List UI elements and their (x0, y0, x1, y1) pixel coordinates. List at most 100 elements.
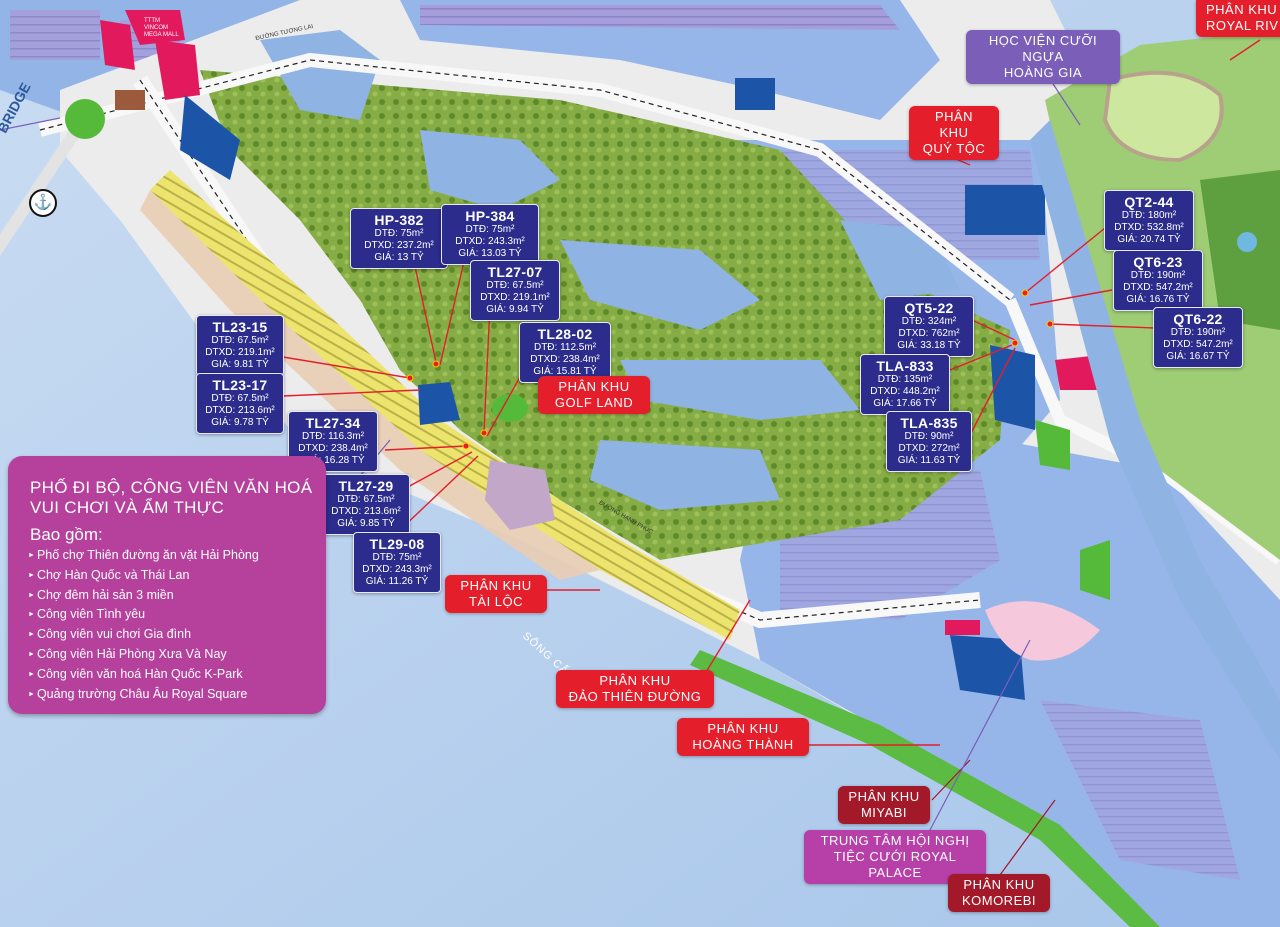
listing-build-area: DTXD: 532.8m² (1114, 222, 1184, 233)
listing-card[interactable]: TLA-833 DTĐ: 135m² DTXD: 448.2m² GIÁ: 17… (860, 354, 950, 415)
tai-loc-lots (150, 170, 740, 640)
amenity-label: Công viên vui chơi Gia đình (36, 627, 192, 642)
tai-loc-promenade (140, 190, 600, 580)
bullet-icon: ► (28, 552, 35, 559)
bullet-icon: ► (28, 650, 35, 658)
amenity-item: ►Công viên vui chơi Gia đình (28, 625, 259, 645)
panel-title-line1: PHỐ ĐI BỘ, CÔNG VIÊN VĂN HOÁ (30, 478, 313, 497)
bullet-icon: ► (28, 611, 35, 619)
listing-card[interactable]: QT6-22 DTĐ: 190m² DTXD: 547.2m² GIÁ: 16.… (1153, 307, 1243, 368)
golf-lake (260, 30, 380, 120)
red-block (155, 40, 200, 100)
zone-royal-riviera[interactable]: PHÂN KHU ROYAL RIV (1196, 0, 1280, 37)
listing-card[interactable]: QT2-44 DTĐ: 180m² DTXD: 532.8m² GIÁ: 20.… (1104, 190, 1194, 251)
listing-price: GIÁ: 15.81 TỶ (533, 366, 597, 377)
bullet-icon: ► (28, 690, 35, 698)
listing-price: GIÁ: 33.18 TỶ (897, 340, 961, 351)
listing-card[interactable]: HP-384 DTĐ: 75m² DTXD: 243.3m² GIÁ: 13.0… (441, 204, 539, 265)
bullet-icon: ► (28, 631, 35, 639)
zone-hoang-thanh[interactable]: PHÂN KHU HOÀNG THÀNH (677, 718, 809, 756)
panel-subtitle: Bao gồm: (30, 525, 103, 544)
listing-land-area: DTĐ: 112.5m² (533, 342, 597, 353)
zone-quy-toc[interactable]: PHÂN KHU QUÝ TỘC (909, 106, 999, 160)
listing-land-area: DTĐ: 67.5m² (486, 280, 544, 291)
listing-card[interactable]: QT6-23 DTĐ: 190m² DTXD: 547.2m² GIÁ: 16.… (1113, 250, 1203, 311)
listing-price: GIÁ: 13 TỶ (374, 252, 424, 263)
red-block (945, 620, 980, 635)
golf-lake (560, 240, 760, 330)
listing-price: GIÁ: 16.28 TỶ (301, 455, 365, 466)
golf-course (200, 70, 1010, 560)
listing-card[interactable]: TL27-07 DTĐ: 67.5m² DTXD: 219.1m² GIÁ: 9… (470, 260, 560, 321)
royal-palace-plaza (985, 601, 1100, 661)
listing-card[interactable]: TL27-29 DTĐ: 67.5m² DTXD: 213.6m² GIÁ: 9… (322, 474, 410, 535)
amenity-item: ►Công viên Tình yêu (28, 605, 259, 625)
amenity-item: ►Công viên Hải Phòng Xưa Và Nay (28, 645, 259, 665)
listing-card[interactable]: QT5-22 DTĐ: 324m² DTXD: 762m² GIÁ: 33.18… (884, 296, 974, 357)
listing-code: TL23-17 (212, 377, 268, 393)
zone-hoang-thanh-line1: PHÂN KHU (707, 721, 779, 736)
riverside-green (690, 650, 1160, 927)
zone-dao-thien-duong[interactable]: PHÂN KHU ĐẢO THIÊN ĐƯỜNG (556, 670, 714, 708)
listing-card[interactable]: TL29-08 DTĐ: 75m² DTXD: 243.3m² GIÁ: 11.… (353, 532, 441, 593)
mall-label: TTTM VINCOM MEGA MALL (144, 18, 179, 38)
blue-block (990, 345, 1035, 430)
listing-price: GIÁ: 16.67 TỶ (1166, 351, 1230, 362)
listing-code: TLA-835 (900, 415, 958, 431)
amenity-label: Chợ đêm hải sản 3 miền (36, 587, 174, 602)
zone-tai-loc[interactable]: PHÂN KHU TÀI LỘC (445, 575, 547, 613)
listing-code: HP-382 (374, 212, 424, 228)
listing-build-area: DTXD: 238.4m² (530, 354, 600, 365)
zone-komorebi[interactable]: PHÂN KHU KOMOREBI (948, 874, 1050, 912)
listing-card[interactable]: TLA-835 DTĐ: 90m² DTXD: 272m² GIÁ: 11.63… (886, 411, 972, 472)
listing-land-area: DTĐ: 324m² (901, 316, 957, 327)
roundabout-park (65, 99, 105, 139)
zone-hoc-vien[interactable]: HỌC VIỆN CƯỠI NGỰA HOÀNG GIA (966, 30, 1120, 84)
square-plaza (485, 460, 555, 530)
green-park (1035, 420, 1070, 470)
zone-golf-land[interactable]: PHÂN KHU GOLF LAND (538, 376, 650, 414)
listing-build-area: DTXD: 448.2m² (870, 386, 940, 397)
listing-price: GIÁ: 9.85 TỶ (337, 518, 395, 529)
listing-build-area: DTXD: 243.3m² (362, 564, 432, 575)
leader-lines (282, 39, 1261, 746)
listing-build-area: DTXD: 213.6m² (331, 506, 401, 517)
listing-land-area: DTĐ: 90m² (904, 431, 954, 442)
amenity-item: ►Chợ Hàn Quốc và Thái Lan (28, 566, 259, 586)
listing-code: TL27-29 (338, 478, 394, 494)
east-canal (1030, 120, 1280, 760)
listing-code: TLA-833 (876, 358, 934, 374)
listing-price: GIÁ: 13.03 TỶ (458, 248, 522, 259)
amenity-label: Công viên Hải Phòng Xưa Và Nay (36, 646, 227, 661)
road-hanh-phuc-dashes (139, 79, 981, 621)
zone-hoc-vien-line1: HỌC VIỆN CƯỠI NGỰA (988, 33, 1098, 64)
golf-land-park (492, 394, 528, 422)
listing-land-area: DTĐ: 190m² (1130, 270, 1186, 281)
golf-lake (590, 440, 780, 510)
bullet-icon: ► (28, 591, 35, 599)
listing-card[interactable]: TL23-17 DTĐ: 67.5m² DTXD: 213.6m² GIÁ: 9… (196, 373, 284, 434)
zone-miyabi-line1: PHÂN KHU (848, 789, 920, 804)
zone-quy-toc-line2: QUÝ TỘC (922, 141, 986, 156)
listing-land-area: DTĐ: 67.5m² (211, 393, 269, 404)
zone-tai-loc-line1: PHÂN KHU (460, 578, 532, 593)
listing-build-area: DTXD: 243.3m² (455, 236, 525, 247)
listing-price: GIÁ: 9.94 TỶ (486, 304, 544, 315)
listing-land-area: DTĐ: 190m² (1170, 327, 1226, 338)
golf-lake (420, 130, 560, 210)
zone-miyabi[interactable]: PHÂN KHU MIYABI (838, 786, 930, 824)
zone-royal-palace[interactable]: TRUNG TÂM HỘI NGHỊ TIỆC CƯỚI ROYAL PALAC… (804, 830, 986, 884)
listing-price: GIÁ: 11.26 TỶ (365, 576, 429, 587)
panel-title: PHỐ ĐI BỘ, CÔNG VIÊN VĂN HOÁ VUI CHƠI VÀ… (30, 478, 312, 518)
location-markers (406, 289, 1054, 450)
listing-card[interactable]: HP-382 DTĐ: 75m² DTXD: 237.2m² GIÁ: 13 T… (350, 208, 448, 269)
zone-tai-loc-line2: TÀI LỘC (468, 594, 524, 609)
listing-code: TL27-07 (487, 264, 543, 280)
bullet-icon: ► (28, 571, 35, 579)
listing-build-area: DTXD: 238.4m² (298, 443, 368, 454)
listing-card[interactable]: TL28-02 DTĐ: 112.5m² DTXD: 238.4m² GIÁ: … (519, 322, 611, 383)
listing-price: GIÁ: 11.63 TỶ (897, 455, 961, 466)
royal-riviera-pond (1237, 232, 1257, 252)
listing-card[interactable]: TL23-15 DTĐ: 67.5m² DTXD: 219.1m² GIÁ: 9… (196, 315, 284, 376)
